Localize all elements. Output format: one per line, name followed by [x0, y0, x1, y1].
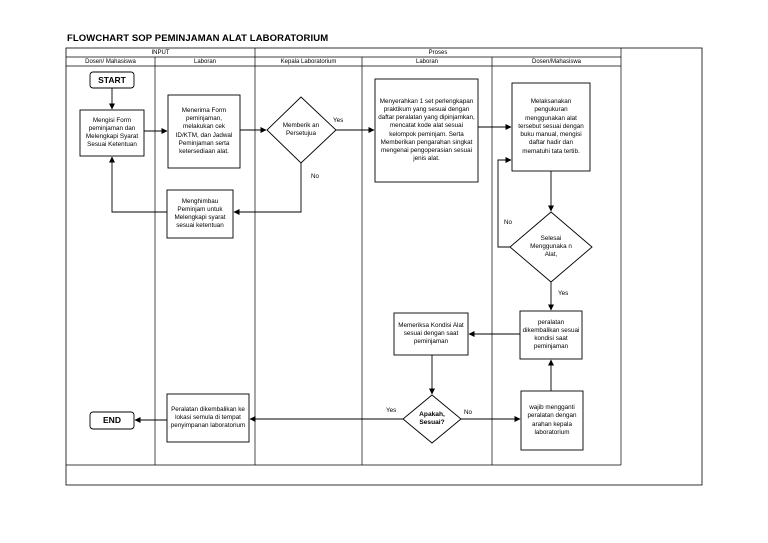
lane-header-kepala: Kepala Laboratorium: [280, 58, 337, 65]
edge-label-sesuai-no: No: [464, 409, 473, 416]
dikembalikan-lokasi-label: Peralatan dikembalikan ke lokasi semula …: [170, 405, 246, 430]
memeriksa-box: [393, 312, 469, 356]
lane-header-dosen-1: Dosen/ Mahasiswa: [85, 58, 136, 65]
lane-header-laboran-2: Laboran: [415, 58, 439, 65]
melaksanakan-label: Melaksanakan pengukuran menggunakan alat…: [518, 98, 584, 155]
melaksanakan-box: [511, 82, 591, 172]
lane-header-laboran-1: Laboran: [193, 58, 217, 65]
phase-input-header: INPUT: [151, 49, 170, 56]
lane-header-dosen-2: Dosen/Mahasiswa: [531, 58, 582, 65]
dikembalikan-lokasi-box: [166, 393, 250, 443]
end-label: END: [103, 415, 121, 426]
edge-label-persetujuan-no: No: [311, 173, 320, 180]
diagram-title: FLOWCHART SOP PEMINJAMAN ALAT LABORATORI…: [67, 33, 329, 44]
menghimbau-box: [166, 189, 234, 239]
memeriksa-label: Memeriksa Kondisi Alat sesuai dengan saa…: [398, 321, 464, 346]
menyerahkan-label: Menyerahkan 1 set perlengkapan praktikum…: [378, 97, 475, 163]
edge-label-persetujuan-yes: Yes: [333, 117, 344, 124]
menghimbau-label: Menghimbau Peminjam untuk Melengkapi sya…: [174, 197, 226, 230]
dikembalikan-label: peralatan dikembalikan sesuai kondisi sa…: [522, 318, 580, 351]
menerima-form-label: Menerima Form peminjaman, melakukan cek …: [175, 106, 233, 155]
edge-menghimbau-mengisi: [109, 156, 167, 213]
persetujuan-label: Memberik an Persetujua: [282, 121, 320, 137]
start-label: START: [98, 74, 126, 85]
menyerahkan-box: [374, 78, 479, 183]
end-terminator: [89, 411, 135, 430]
dikembalikan-box: [519, 310, 583, 360]
sesuai-decision: [402, 394, 462, 444]
edge-label-selesai-no: No: [504, 219, 513, 226]
wajib-mengganti-box: [520, 390, 584, 451]
edge-label-sesuai-yes: Yes: [386, 407, 397, 414]
outer-frame: [65, 47, 703, 486]
edge-selesai-no: [497, 157, 512, 248]
phase-proses-header: Proses: [428, 49, 448, 56]
edge-label-selesai-yes: Yes: [558, 290, 569, 297]
sesuai-label: Apakah, Sesuai?: [419, 410, 445, 426]
selesai-label: Selesai Menggunaka n Alat,: [530, 234, 572, 259]
wajib-mengganti-label: wajib mengganti peralatan dengan arahan …: [527, 404, 577, 436]
edge-persetujuan-no: [233, 163, 302, 215]
mengisi-form-box: [79, 109, 145, 157]
mengisi-form-label: Mengisi Form peminjaman dan Melengkapi S…: [85, 116, 139, 149]
menerima-form-box: [167, 94, 241, 169]
